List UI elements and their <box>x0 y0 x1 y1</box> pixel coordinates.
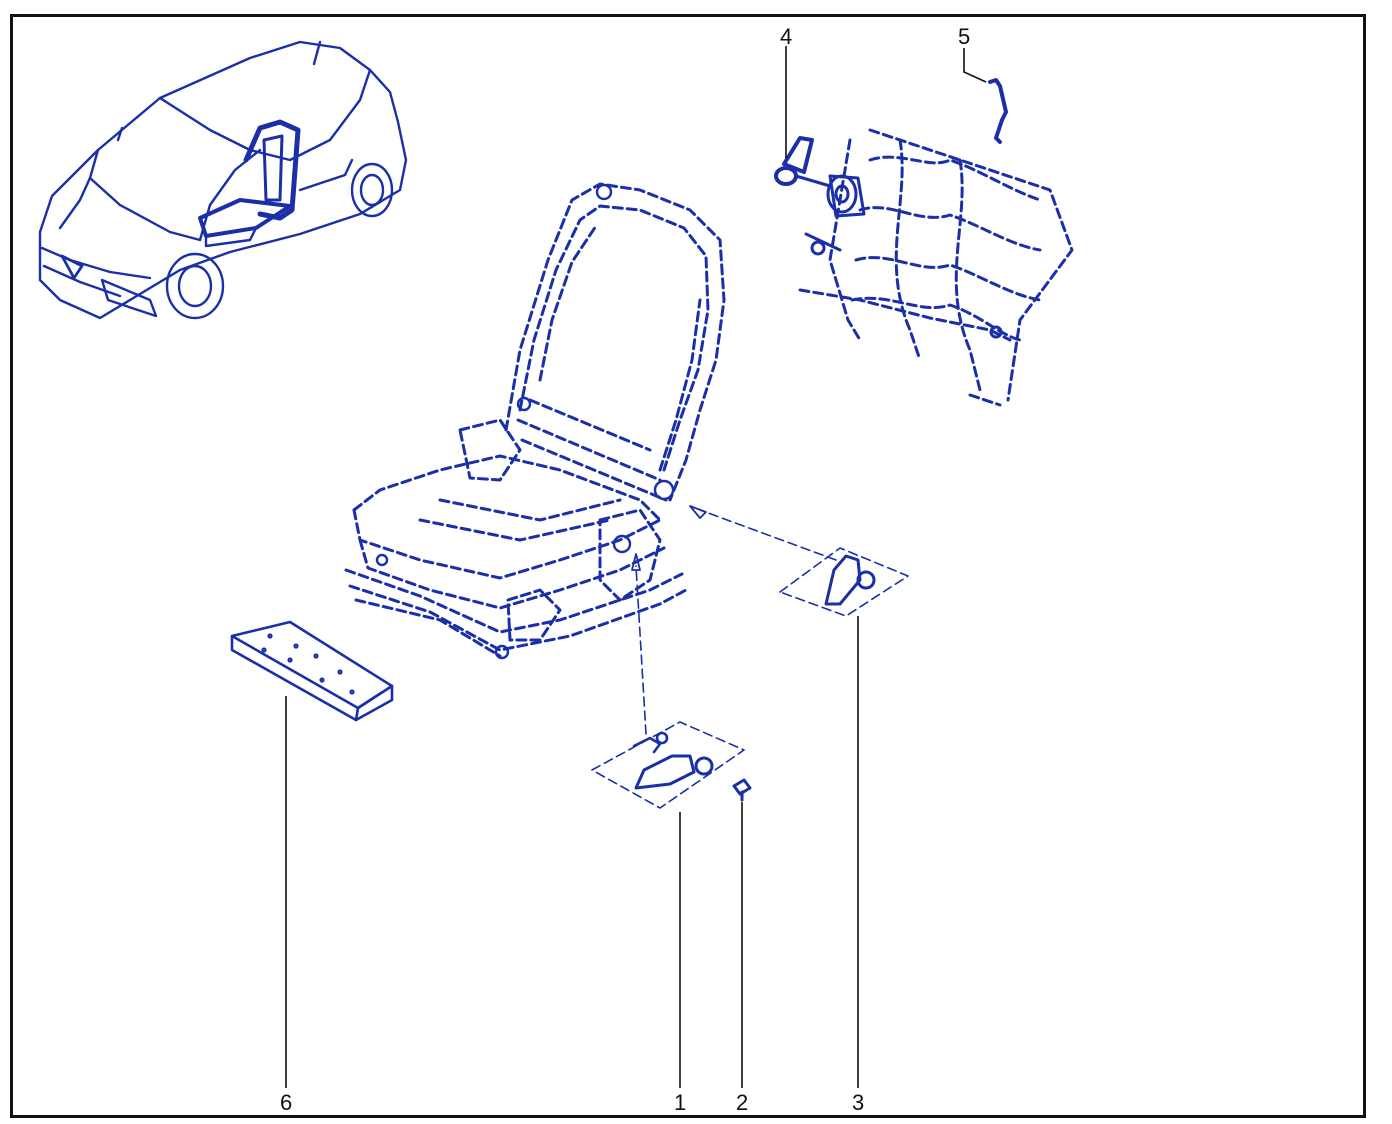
callout-1: 1 <box>674 1090 686 1115</box>
seat-frame-details <box>375 183 675 660</box>
callout-2: 2 <box>736 1090 748 1115</box>
leader-lines <box>285 46 987 1088</box>
part-1-handle-illustration <box>591 553 745 809</box>
diagram-frame <box>10 14 1366 1118</box>
vehicle-locator-illustration <box>38 40 408 320</box>
callout-4: 4 <box>780 24 792 49</box>
callout-3: 3 <box>852 1090 864 1115</box>
callout-6: 6 <box>280 1090 292 1115</box>
seat-frame-illustration <box>344 182 726 658</box>
part-3-handle-illustration <box>689 505 909 617</box>
part-2-screw-illustration <box>732 778 752 802</box>
callout-5: 5 <box>958 24 970 49</box>
backrest-spring-mat-illustration <box>774 78 1074 407</box>
part-6-cushion-pad-illustration <box>230 620 394 722</box>
